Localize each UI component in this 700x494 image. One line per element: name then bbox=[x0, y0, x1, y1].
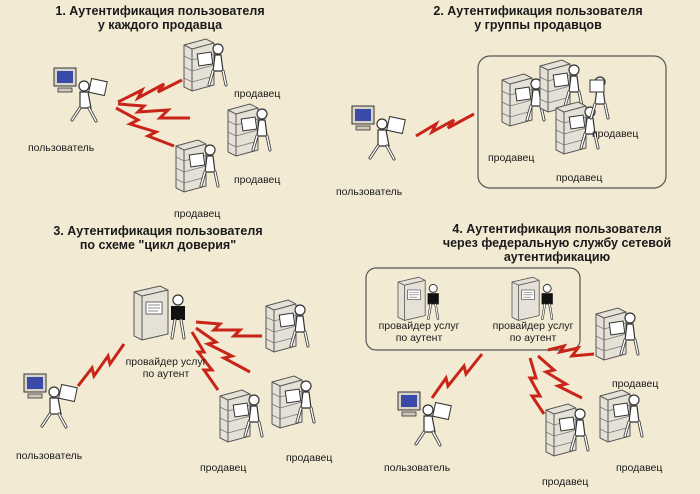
provider-label: провайдер услуг по аутент bbox=[486, 320, 580, 344]
lightning-icon bbox=[430, 343, 595, 415]
panel-3-title-line1: 3. Аутентификация пользователя bbox=[53, 224, 263, 238]
seller-label: продавец bbox=[592, 128, 639, 140]
seller-server-icon bbox=[272, 376, 314, 428]
panel-2 bbox=[350, 55, 667, 189]
panel-4-title: 4. Аутентификация пользователя через фед… bbox=[424, 222, 690, 264]
seller-server-icon bbox=[546, 404, 588, 456]
seller-label: продавец bbox=[616, 462, 663, 474]
provider-server-icon bbox=[132, 284, 187, 342]
user-computer-icon bbox=[52, 66, 109, 123]
provider-label-line1: провайдер услуг bbox=[378, 320, 460, 332]
seller-label: продавец bbox=[286, 452, 333, 464]
provider-server-icon bbox=[396, 276, 440, 322]
provider-label-line1: провайдер услуг bbox=[125, 356, 207, 368]
panel-1-title: 1. Аутентификация пользователя у каждого… bbox=[40, 4, 280, 32]
panel-2-title-line2: у группы продавцов bbox=[474, 18, 602, 32]
seller-group-frame bbox=[477, 55, 667, 189]
seller-label: продавец bbox=[234, 174, 281, 186]
seller-server-icon bbox=[600, 390, 642, 442]
user-label: пользователь bbox=[28, 142, 95, 154]
panel-2-title: 2. Аутентификация пользователя у группы … bbox=[408, 4, 668, 32]
panel-1-title-line2: у каждого продавца bbox=[97, 18, 223, 32]
panel-1-title-line1: 1. Аутентификация пользователя bbox=[55, 4, 265, 18]
seller-label: продавец bbox=[542, 476, 589, 488]
panel-4-title-line3: аутентификацию bbox=[503, 250, 611, 264]
seller-server-icon bbox=[184, 39, 226, 91]
seller-label: продавец bbox=[200, 462, 247, 474]
panel-1 bbox=[52, 39, 270, 192]
panel-4-title-line1: 4. Аутентификация пользователя bbox=[452, 222, 662, 236]
provider-label: провайдер услуг по аутент bbox=[118, 356, 214, 380]
seller-person-icon bbox=[589, 75, 610, 120]
lightning-icon bbox=[76, 320, 262, 391]
seller-label: продавец bbox=[174, 208, 221, 220]
provider-label-line2: по аутент bbox=[509, 332, 557, 344]
seller-server-icon bbox=[596, 308, 638, 360]
panel-2-title-line1: 2. Аутентификация пользователя bbox=[433, 4, 643, 18]
user-label: пользователь bbox=[336, 186, 403, 198]
seller-server-icon bbox=[266, 300, 308, 352]
user-computer-icon bbox=[350, 104, 407, 161]
seller-server-icon bbox=[502, 74, 544, 126]
panel-4 bbox=[365, 267, 642, 456]
user-label: пользователь bbox=[16, 450, 83, 462]
seller-label: продавец bbox=[612, 378, 659, 390]
provider-server-icon bbox=[510, 276, 554, 322]
provider-group-frame bbox=[365, 267, 581, 351]
seller-server-icon bbox=[176, 140, 218, 192]
user-computer-icon bbox=[396, 390, 453, 447]
user-computer-icon bbox=[22, 372, 79, 429]
panel-3-title-line2: по схеме "цикл доверия" bbox=[79, 238, 237, 252]
lightning-icon bbox=[415, 112, 475, 138]
panel-3-title: 3. Аутентификация пользователя по схеме … bbox=[28, 224, 288, 252]
seller-label: продавец bbox=[556, 172, 603, 184]
seller-label: продавец bbox=[234, 88, 281, 100]
provider-label-line2: по аутент bbox=[395, 332, 443, 344]
lightning-icon bbox=[115, 78, 190, 148]
seller-server-icon bbox=[220, 390, 262, 442]
provider-label: провайдер услуг по аутент bbox=[372, 320, 466, 344]
seller-label: продавец bbox=[488, 152, 535, 164]
user-label: пользователь bbox=[384, 462, 451, 474]
provider-label-line2: по аутент bbox=[142, 368, 190, 380]
seller-server-icon bbox=[228, 104, 270, 156]
panel-3 bbox=[22, 284, 314, 442]
panel-4-title-line2: через федеральную службу сетевой bbox=[442, 236, 672, 250]
provider-label-line1: провайдер услуг bbox=[492, 320, 574, 332]
